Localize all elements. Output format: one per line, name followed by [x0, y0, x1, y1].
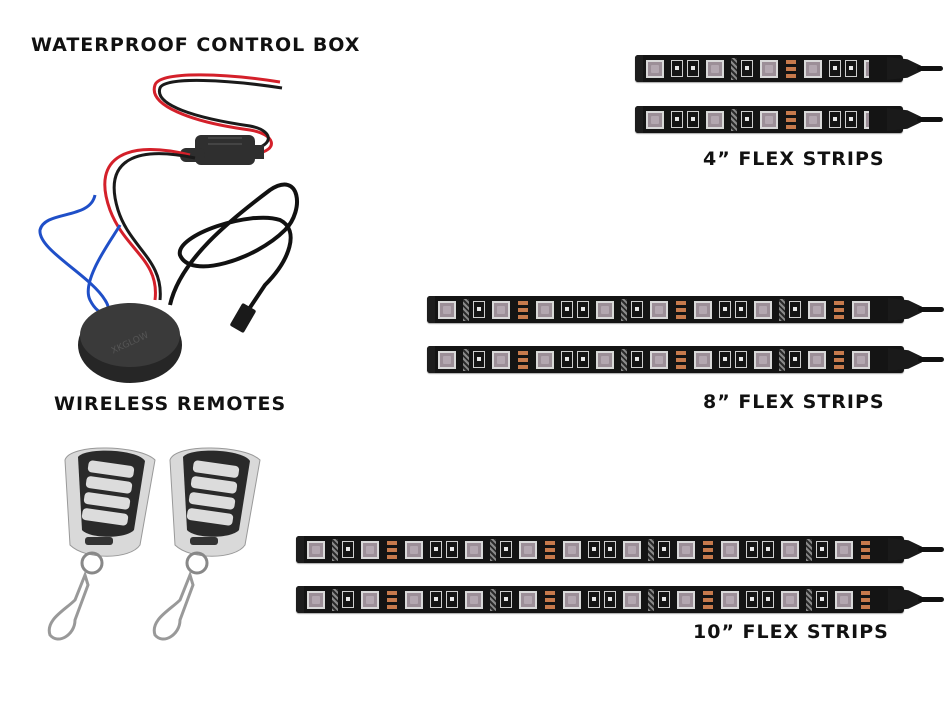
flex-strip-10in-2: [296, 586, 944, 613]
flex-strip-10in-1: [296, 536, 944, 563]
control-box-label: WATERPROOF CONTROL BOX: [31, 34, 361, 56]
flex-strip-8in-1: [427, 296, 944, 323]
flex-strip-4in-2: [635, 106, 943, 133]
remotes-image: [47, 447, 261, 641]
remote-1: [47, 447, 156, 641]
control-box-image: XKGLOW: [38, 73, 299, 383]
remote-2: [152, 447, 261, 641]
strips-4-label: 4” FLEX STRIPS: [703, 148, 885, 170]
flex-strip-4in-1: [635, 55, 943, 82]
strips-10-label: 10” FLEX STRIPS: [693, 621, 889, 643]
strips-8-label: 8” FLEX STRIPS: [703, 391, 885, 413]
flex-strip-8in-2: [427, 346, 944, 373]
remotes-label: WIRELESS REMOTES: [54, 393, 287, 415]
